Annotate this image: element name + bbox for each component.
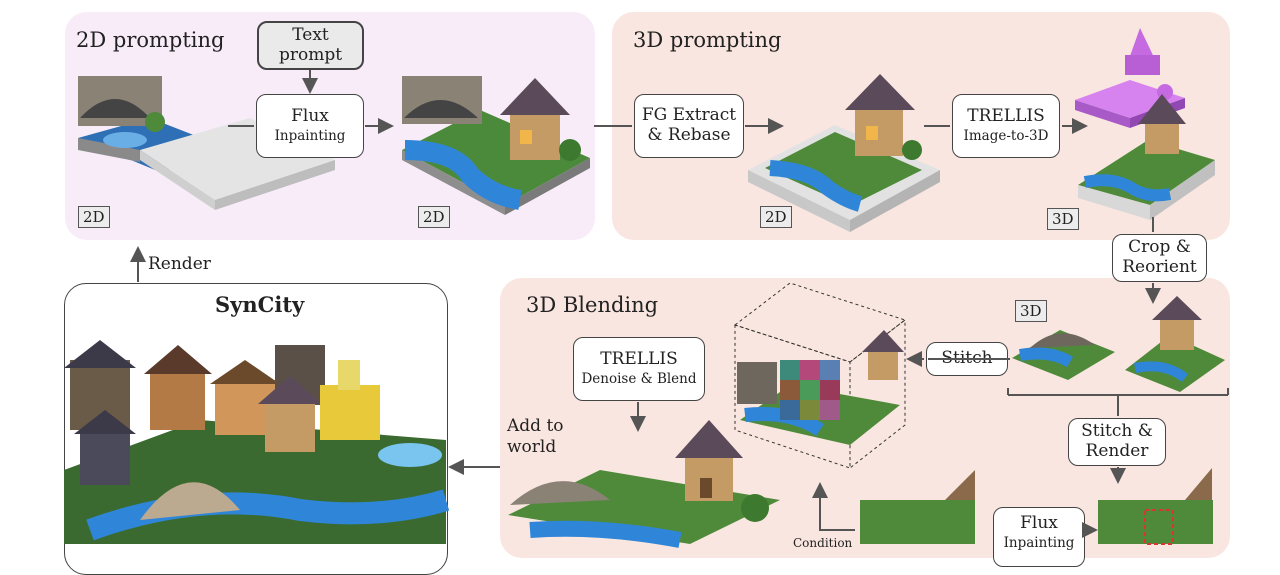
add-to-world-label: Add to world [507,416,564,459]
tile-2d-input [78,76,335,210]
tag-2d-b: 2D [418,206,450,228]
tag-2d-a: 2D [78,206,110,228]
tiles-bottom-right [860,468,1213,545]
trellis-title: TRELLIS [967,106,1045,127]
tag-3d-a: 3D [1047,208,1079,230]
trellis-subtitle: Image-to-3D [963,128,1049,145]
panel-title-2d-prompting: 2D prompting [76,28,225,52]
text-prompt-label: Text prompt [278,24,343,65]
stitch-render-line1: Stitch & [1081,421,1153,442]
tiles-to-stitch [1012,296,1225,392]
tile-3d-mesh [1075,28,1215,220]
tile-2d-output [402,76,590,215]
fg-extract-line1: FG Extract [641,105,737,126]
panel-title-syncity: SynCity [215,292,305,317]
fg-extract-box: FG Extract & Rebase [634,94,744,158]
tile-blended-output [508,420,780,548]
panel-title-3d-blending: 3D Blending [526,293,659,317]
add-line2: world [507,437,557,458]
crop-line2: Reorient [1122,257,1197,277]
add-line1: Add to [507,416,564,436]
stitch-render-line2: Render [1085,441,1149,461]
arrows-layer [130,70,1229,538]
panel-title-3d-prompting: 3D prompting [633,28,782,52]
trellis-image-to-3d-box: TRELLIS Image-to-3D [952,94,1060,158]
crop-reorient-box: Crop & Reorient [1112,234,1207,282]
trellis-denoise-box: TRELLIS Denoise & Blend [573,337,705,401]
crop-line1: Crop & [1128,237,1191,258]
text-prompt-box: Text prompt [257,21,364,70]
scene-artwork [64,28,1225,548]
syncity-city [64,340,450,544]
tag-3d-b: 3D [1015,300,1047,322]
stitch-box: Stitch [926,342,1008,376]
blend-volume [733,282,907,470]
tile-3d-rebased [748,74,940,232]
trellis-denoise-title: TRELLIS [600,349,678,370]
flux-inpainting-box: Flux Inpainting [256,94,364,158]
flux-subtitle: Inpainting [274,128,346,145]
stitch-render-box: Stitch & Render [1068,418,1166,466]
arrow-condition [812,482,855,531]
fg-extract-line2: & Rebase [647,125,731,145]
render-label: Render [148,254,211,274]
tag-2d-c: 2D [760,206,792,228]
flux2-title: Flux [1020,513,1058,533]
flux-title: Flux [291,106,329,127]
trellis-denoise-subtitle: Denoise & Blend [581,371,697,388]
